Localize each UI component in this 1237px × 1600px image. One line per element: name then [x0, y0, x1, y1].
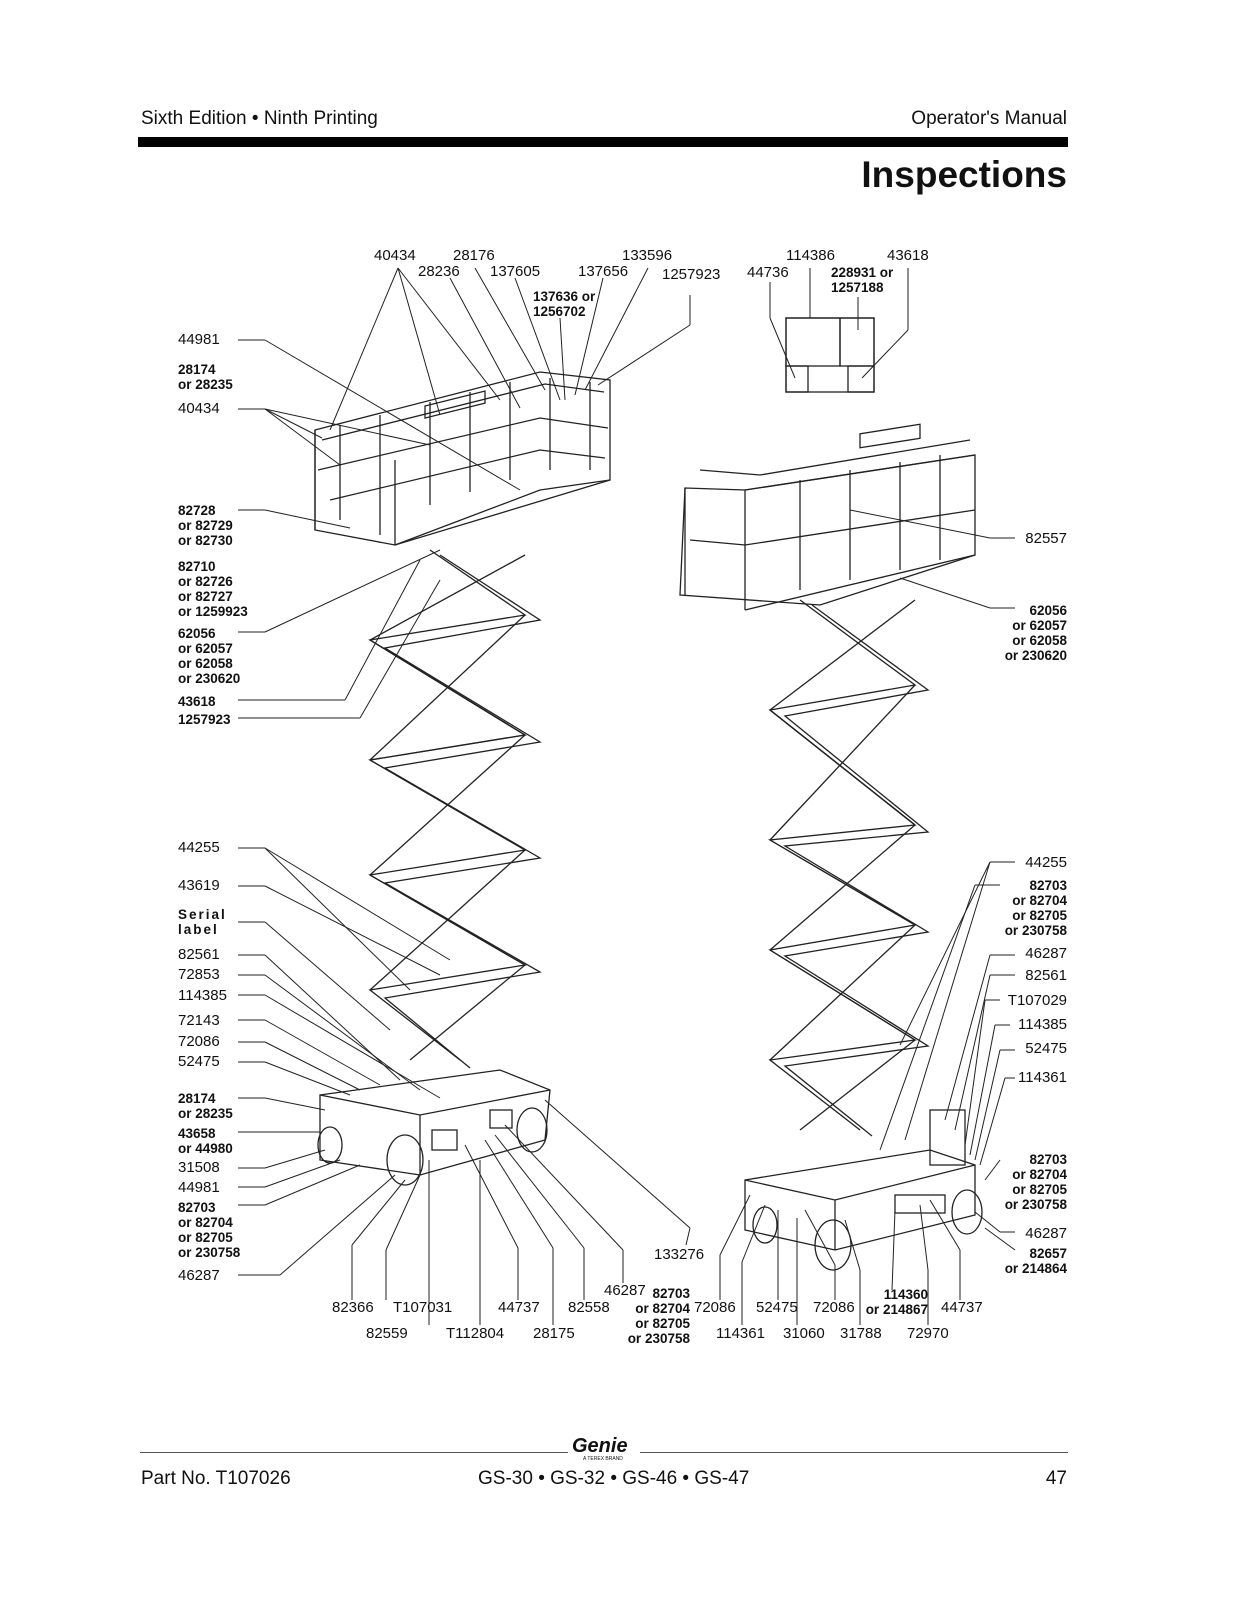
- label-137656: 137656: [578, 263, 629, 280]
- label-82703-left: 82703 or 82704 or 82705 or 230758: [178, 1200, 241, 1260]
- label-44255-right: 44255: [1025, 854, 1067, 871]
- left-platform: [314, 371, 611, 546]
- label-40434-top: 40434: [374, 247, 416, 264]
- label-114360: 114360 or 214867: [865, 1287, 928, 1317]
- label-43618-top: 43618: [887, 247, 929, 264]
- footer-rule-right: [640, 1452, 1068, 1453]
- label-44981-b: 44981: [178, 1179, 220, 1196]
- label-82561-right: 82561: [1025, 967, 1067, 984]
- label-82558: 82558: [568, 1299, 610, 1316]
- label-31508: 31508: [178, 1159, 220, 1176]
- label-28174: 28174 or 28235: [178, 362, 233, 392]
- label-44737-right: 44737: [941, 1299, 983, 1316]
- label-52475-right: 52475: [1025, 1040, 1067, 1057]
- label-82557: 82557: [1025, 530, 1067, 547]
- label-137605: 137605: [490, 263, 541, 280]
- label-62056-right: 62056 or 62057 or 62058 or 230620: [1004, 603, 1067, 663]
- label-46287-bottom: 46287: [604, 1282, 646, 1299]
- label-28174-b: 28174 or 28235: [178, 1091, 233, 1121]
- label-44981: 44981: [178, 331, 220, 348]
- leader-lines: [238, 267, 1016, 1325]
- label-72086-bottom-b: 72086: [813, 1299, 855, 1316]
- label-72143: 72143: [178, 1012, 220, 1029]
- label-31788: 31788: [840, 1325, 882, 1342]
- footer-page-number: 47: [1045, 1468, 1067, 1489]
- label-114361-right: 114361: [1018, 1069, 1067, 1086]
- label-46287-right-b: 46287: [1025, 1225, 1067, 1242]
- footer-rule-left: [140, 1452, 568, 1453]
- label-T112804: T112804: [446, 1325, 505, 1342]
- label-28175: 28175: [533, 1325, 575, 1342]
- label-44255-left: 44255: [178, 839, 220, 856]
- label-114386: 114386: [786, 247, 835, 264]
- label-43618-left: 43618: [178, 694, 216, 709]
- right-platform: [679, 423, 976, 611]
- label-1257923-left: 1257923: [178, 712, 231, 727]
- label-114385-left: 114385: [178, 987, 227, 1004]
- label-72086-bottom: 72086: [694, 1299, 736, 1316]
- label-62056-left: 62056 or 62057 or 62058 or 230620: [178, 626, 241, 686]
- label-82703-right-b: 82703 or 82704 or 82705 or 230758: [1004, 1152, 1067, 1212]
- right-scissor: [767, 599, 930, 1137]
- label-82657: 82657 or 214864: [1004, 1246, 1067, 1276]
- label-72853: 72853: [178, 966, 220, 983]
- header-edition: Sixth Edition • Ninth Printing: [141, 108, 378, 129]
- label-44736: 44736: [747, 264, 789, 281]
- label-46287-left: 46287: [178, 1267, 220, 1284]
- label-46287-right: 46287: [1025, 945, 1067, 962]
- label-28236: 28236: [418, 263, 460, 280]
- decal-detail-box: [785, 317, 875, 393]
- label-1257923-top: 1257923: [662, 266, 721, 283]
- page-title: Inspections: [861, 154, 1067, 195]
- label-44737-left: 44737: [498, 1299, 540, 1316]
- label-31060: 31060: [783, 1325, 825, 1342]
- label-82703-right: 82703 or 82704 or 82705 or 230758: [1004, 878, 1067, 938]
- genie-logo: Genie: [572, 1435, 628, 1457]
- label-72970: 72970: [907, 1325, 949, 1342]
- label-133596: 133596: [622, 247, 673, 264]
- label-43658: 43658 or 44980: [178, 1126, 233, 1156]
- label-T107029: T107029: [1007, 992, 1067, 1009]
- label-82561-left: 82561: [178, 946, 220, 963]
- label-228931: 228931 or 1257188: [831, 265, 894, 295]
- header-rule: [138, 137, 1068, 147]
- label-82366: 82366: [332, 1299, 374, 1316]
- label-82703-bottom: 82703 or 82704 or 82705 or 230758: [627, 1286, 690, 1346]
- label-52475-left: 52475: [178, 1053, 220, 1070]
- left-scissor: [368, 549, 542, 1069]
- label-137636: 137636 or 1256702: [533, 289, 596, 319]
- footer-models: GS-30 • GS-32 • GS-46 • GS-47: [478, 1468, 750, 1489]
- label-72086-left: 72086: [178, 1033, 220, 1050]
- label-43619: 43619: [178, 877, 220, 894]
- right-chassis: [744, 1109, 983, 1271]
- label-T107031: T107031: [393, 1299, 453, 1316]
- left-chassis: [317, 1069, 551, 1186]
- genie-logo-tagline: A TEREX BRAND: [583, 1456, 623, 1462]
- label-114361-bottom: 114361: [716, 1325, 765, 1342]
- label-52475-bottom: 52475: [756, 1299, 798, 1316]
- label-82710: 82710 or 82726 or 82727 or 1259923: [178, 559, 248, 619]
- label-133276: 133276: [654, 1246, 705, 1263]
- header-manual-title: Operator's Manual: [911, 108, 1067, 129]
- label-40434-left: 40434: [178, 400, 220, 417]
- label-82559: 82559: [366, 1325, 408, 1342]
- label-28176: 28176: [453, 247, 495, 264]
- label-114385-right: 114385: [1018, 1016, 1067, 1033]
- footer-part-number: Part No. T107026: [141, 1468, 291, 1489]
- label-82728: 82728 or 82729 or 82730: [178, 503, 233, 548]
- label-serial: Serial label: [178, 907, 227, 937]
